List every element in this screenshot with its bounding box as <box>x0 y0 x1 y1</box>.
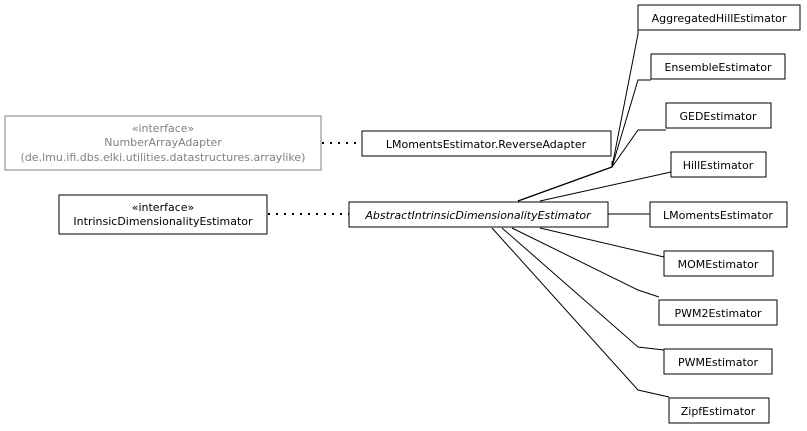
node-box <box>668 397 770 424</box>
node-box <box>4 115 322 171</box>
node-stereotype: «interface» <box>132 122 195 135</box>
node-box <box>670 151 767 178</box>
node-momestimator[interactable]: MOMEstimator <box>663 250 774 277</box>
node-name: PWMEstimator <box>678 356 759 369</box>
node-box <box>663 250 774 277</box>
node-name: MOMEstimator <box>678 258 759 271</box>
node-name: EnsembleEstimator <box>664 61 771 74</box>
node-stereotype: «interface» <box>132 201 195 214</box>
node-hillestimator[interactable]: HillEstimator <box>670 151 767 178</box>
node-box <box>58 194 268 235</box>
node-box <box>361 130 612 157</box>
node-lmomentsestimator[interactable]: LMomentsEstimator <box>649 201 788 228</box>
edges <box>268 18 672 398</box>
node-package: (de.lmu.ifi.dbs.elki.utilities.datastruc… <box>21 151 306 164</box>
node-pwmestimator[interactable]: PWMEstimator <box>663 348 773 375</box>
node-reverse-adapter[interactable]: LMomentsEstimator.ReverseAdapter <box>361 130 612 157</box>
node-name: AggregatedHillEstimator <box>652 12 787 25</box>
node-number-array-adapter[interactable]: «interface» NumberArrayAdapter (de.lmu.i… <box>4 115 322 171</box>
edge-abstract-to-pwmestimator <box>501 227 665 351</box>
node-abstract-estimator[interactable]: AbstractIntrinsicDimensionalityEstimator <box>348 201 609 228</box>
node-box <box>348 201 609 228</box>
edge-abstract-to-reverseadapter <box>517 161 613 202</box>
node-name: LMomentsEstimator <box>663 209 773 222</box>
node-name: ZipfEstimator <box>681 405 756 418</box>
edge-abstract-to-pwm2estimator <box>511 227 660 298</box>
node-zipfestimator[interactable]: ZipfEstimator <box>668 397 770 424</box>
node-box <box>665 102 772 129</box>
edge-abstract-to-aggregatedhillestimator <box>517 18 639 202</box>
node-gedestimator[interactable]: GEDEstimator <box>665 102 772 129</box>
node-name: NumberArrayAdapter <box>104 136 222 149</box>
node-name: LMomentsEstimator.ReverseAdapter <box>386 138 587 151</box>
node-intrinsic-dimensionality-estimator[interactable]: «interface» IntrinsicDimensionalityEstim… <box>58 194 268 235</box>
node-name: IntrinsicDimensionalityEstimator <box>73 215 253 228</box>
node-name: HillEstimator <box>683 159 754 172</box>
node-name: PWM2Estimator <box>674 307 762 320</box>
edge-abstract-to-zipfestimator <box>491 227 670 398</box>
node-pwm2estimator[interactable]: PWM2Estimator <box>658 299 778 326</box>
node-box <box>649 201 788 228</box>
node-name: AbstractIntrinsicDimensionalityEstimator <box>364 209 592 222</box>
node-ensembleestimator[interactable]: EnsembleEstimator <box>650 53 786 80</box>
node-box <box>658 299 778 326</box>
edge-abstract-to-momestimator <box>539 227 665 258</box>
node-aggregatedhillestimator[interactable]: AggregatedHillEstimator <box>637 4 801 31</box>
node-box <box>663 348 773 375</box>
edge-abstract-to-hillestimator <box>539 171 672 202</box>
node-box <box>650 53 786 80</box>
node-name: GEDEstimator <box>679 110 756 123</box>
node-box <box>637 4 801 31</box>
